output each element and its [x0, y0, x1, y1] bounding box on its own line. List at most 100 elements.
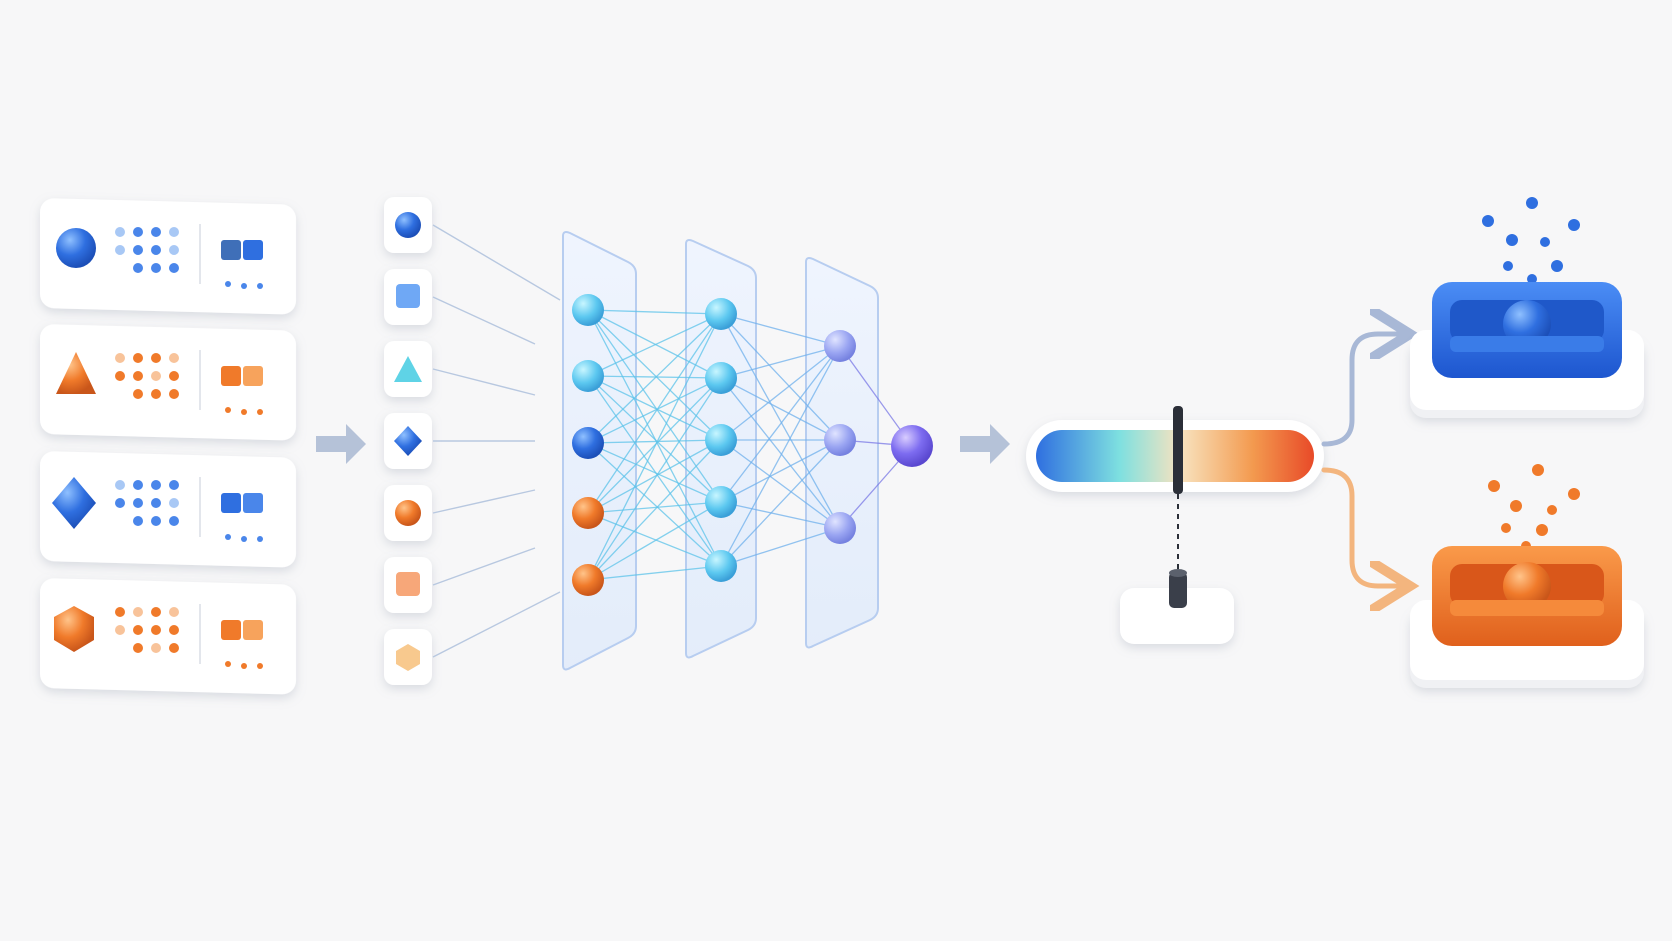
- network-node: [824, 512, 856, 544]
- network-node: [705, 424, 737, 456]
- network-edge: [587, 439, 722, 581]
- network-edge: [587, 309, 722, 503]
- network-edge: [587, 313, 722, 581]
- network-node: [705, 298, 737, 330]
- feature-dots: [115, 227, 179, 273]
- network-edge: [587, 377, 722, 581]
- threshold-marker: [1173, 406, 1183, 584]
- network-edge: [587, 439, 722, 514]
- triangle-icon: [394, 356, 422, 382]
- network-edge: [587, 309, 722, 441]
- network-edge: [587, 442, 722, 567]
- network-edge: [587, 565, 722, 581]
- network-edge: [587, 309, 722, 567]
- network-edge: [720, 439, 841, 503]
- network-edge: [720, 345, 841, 379]
- network-edge: [720, 345, 841, 503]
- network-edge: [587, 512, 722, 567]
- cube-icon: [221, 493, 263, 513]
- cube-icon: [221, 620, 263, 640]
- cube-icon: [221, 240, 263, 260]
- input-card: [40, 324, 296, 441]
- particle-dots: [1488, 464, 1580, 551]
- output-node: [891, 425, 933, 467]
- square-icon: [396, 284, 420, 308]
- network-edge: [587, 375, 722, 379]
- input-connectors: [432, 224, 561, 658]
- diamond-icon: [52, 477, 96, 529]
- feature-chips: [384, 197, 432, 685]
- network-edge: [587, 442, 722, 503]
- network-node: [824, 330, 856, 362]
- feature-chip: [384, 341, 432, 397]
- network-node: [572, 497, 604, 529]
- network-edge: [720, 439, 841, 567]
- network-node: [572, 564, 604, 596]
- input-card: [40, 198, 296, 315]
- ball-icon: [1503, 562, 1551, 610]
- output-bin-blue: [1410, 197, 1644, 418]
- network-edge: [587, 375, 722, 503]
- feature-chip: [384, 413, 432, 469]
- feature-chip: [384, 269, 432, 325]
- feature-chip: [384, 557, 432, 613]
- network-edge: [587, 313, 722, 444]
- neural-network: [562, 231, 933, 671]
- network-edge: [720, 313, 841, 441]
- network-edge: [587, 439, 722, 444]
- network-nodes: [572, 294, 933, 596]
- flow-arrow: [316, 424, 366, 464]
- hexagon-icon: [396, 644, 420, 671]
- network-edge: [587, 375, 722, 441]
- input-card: [40, 578, 296, 695]
- network-edge: [720, 501, 841, 529]
- triangle-icon: [56, 352, 96, 394]
- circle-icon: [395, 500, 421, 526]
- cube-icon: [221, 366, 263, 386]
- input-card: [40, 451, 296, 568]
- network-node: [705, 362, 737, 394]
- network-edge: [587, 309, 722, 315]
- network-edge: [587, 375, 722, 567]
- feature-chip: [384, 485, 432, 541]
- network-node: [705, 550, 737, 582]
- network-edge: [720, 377, 841, 529]
- circle-icon: [395, 212, 421, 238]
- network-node: [824, 424, 856, 456]
- network-node: [705, 486, 737, 518]
- threshold-stand: [1120, 569, 1234, 644]
- diamond-icon: [394, 426, 422, 456]
- network-edges: [587, 309, 913, 581]
- hexagon-icon: [54, 606, 94, 652]
- network-edge: [720, 345, 841, 441]
- network-edge: [587, 501, 722, 581]
- route-arrow-blue: [1321, 334, 1400, 447]
- score-meter: [1026, 406, 1324, 644]
- network-node: [572, 294, 604, 326]
- network-node: [572, 427, 604, 459]
- network-edge: [587, 309, 722, 379]
- square-icon: [396, 572, 420, 596]
- network-edge: [720, 439, 841, 529]
- network-edge: [587, 377, 722, 514]
- feature-chip: [384, 629, 432, 685]
- network-edge: [720, 345, 841, 567]
- feature-dots: [115, 607, 179, 653]
- flow-arrow: [960, 424, 1010, 464]
- particle-dots: [1482, 197, 1580, 284]
- feature-chip: [384, 197, 432, 253]
- network-edge: [587, 313, 722, 514]
- network-edge: [720, 313, 841, 347]
- network-edge: [720, 527, 841, 567]
- route-arrow-orange: [1321, 467, 1400, 586]
- network-node: [572, 360, 604, 392]
- input-cards: [40, 198, 296, 695]
- network-edge: [587, 377, 722, 444]
- network-edge: [587, 313, 722, 377]
- network-edge: [720, 377, 841, 441]
- feature-dots: [115, 480, 179, 526]
- network-edge: [587, 501, 722, 514]
- network-edge: [720, 313, 841, 529]
- circle-icon: [56, 228, 96, 268]
